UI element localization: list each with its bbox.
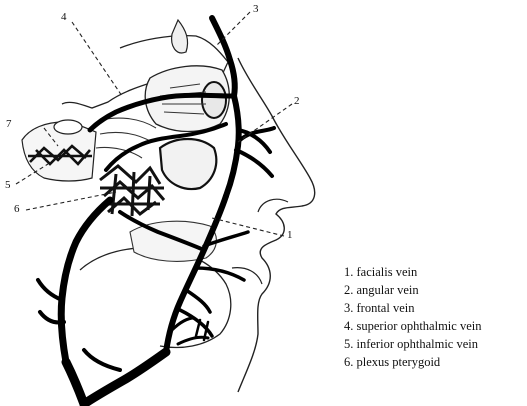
pterygoid-plexus-mesh xyxy=(100,166,164,216)
callout-4: 4 xyxy=(61,12,67,23)
callout-7: 7 xyxy=(6,119,12,130)
callout-5: 5 xyxy=(5,180,11,191)
callout-3: 3 xyxy=(253,4,259,15)
sella-opening xyxy=(54,120,82,134)
legend: 1. facialis vein 2. angular vein 3. fron… xyxy=(344,263,481,371)
callout-6: 6 xyxy=(14,204,20,215)
eyeball xyxy=(202,82,226,118)
face-profile xyxy=(238,58,315,392)
frontal-sinus xyxy=(172,20,188,53)
legend-item: 1. facialis vein xyxy=(344,263,481,281)
maxillary-sinus xyxy=(160,139,216,189)
legend-item: 6. plexus pterygoid xyxy=(344,353,481,371)
legend-item: 3. frontal vein xyxy=(344,299,481,317)
nostril-outline xyxy=(258,199,288,212)
legend-item: 2. angular vein xyxy=(344,281,481,299)
callout-2: 2 xyxy=(294,96,300,107)
legend-item: 5. inferior ophthalmic vein xyxy=(344,335,481,353)
callout-1: 1 xyxy=(287,230,293,241)
legend-item: 4. superior ophthalmic vein xyxy=(344,317,481,335)
